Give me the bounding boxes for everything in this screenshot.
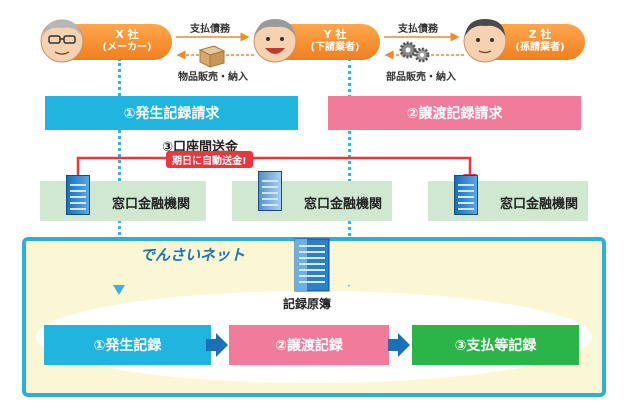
goods-label-xy: 物品販売・納入: [178, 72, 248, 83]
debt-label-yz: 支払債務: [398, 24, 438, 35]
payment-record-bar: ③支払等記録: [412, 325, 579, 365]
occurrence-record-label: ①発生記録: [93, 338, 162, 354]
occurrence-request-bar: ①発生記録請求: [45, 96, 298, 130]
goods-label-yz: 部品販売・納入: [386, 72, 456, 83]
payment-record-label: ③支払等記録: [454, 338, 537, 354]
young-man-icon: [463, 19, 507, 63]
transfer-record-label: ②譲渡記録: [275, 338, 343, 354]
bank-x: 窓口金融機関: [40, 175, 206, 221]
occurrence-record-bar: ①発生記録: [44, 325, 211, 365]
ledger-label: 記録原簿: [283, 297, 332, 311]
bank-building-icon: [258, 171, 282, 211]
company-y: Y 社(下請業者): [253, 19, 380, 63]
auto-transfer-badge: 期日に自動送金!: [166, 151, 253, 168]
debt-label-xy: 支払債務: [190, 24, 230, 35]
company-x-name: X 社: [115, 28, 139, 41]
bank-y-label: 窓口金融機関: [304, 197, 383, 212]
transfer-record-bar: ②譲渡記録: [229, 325, 389, 365]
company-y-role: (下請業者): [310, 42, 360, 53]
worker-smiling-icon: [253, 19, 297, 63]
company-x: X 社(メーカー): [40, 19, 172, 63]
transfer-request-bar: ②譲渡記録請求: [328, 96, 581, 130]
company-flow-arrows: [176, 32, 464, 60]
gears-icon: [399, 41, 430, 63]
company-z-role: (孫請業者): [515, 42, 565, 53]
x-to-request-line: [118, 58, 121, 96]
businessman-glasses-icon: [40, 19, 84, 63]
company-z: Z 社(孫請業者): [463, 19, 585, 63]
company-y-name: Y 社: [323, 28, 347, 41]
bank-y: 窓口金融機関: [232, 171, 392, 221]
network-arrow-heads: [113, 285, 351, 295]
bank-building-icon: [66, 175, 90, 215]
occurrence-request-label: ①発生記録請求: [123, 106, 220, 122]
record-flow-arrows: [206, 333, 410, 357]
company-z-name: Z 社: [528, 28, 552, 41]
transfer-request-label: ②譲渡記録請求: [406, 106, 503, 122]
bank-x-label: 窓口金融機関: [112, 197, 191, 212]
network-name: でんさいネット: [140, 246, 246, 264]
ledger-building-icon: [294, 238, 330, 292]
bank-building-icon: [454, 175, 478, 215]
bank-z: 窓口金融機関: [428, 175, 588, 221]
bank-z-label: 窓口金融機関: [500, 197, 579, 212]
y-to-network-line: [348, 58, 351, 273]
company-x-role: (メーカー): [102, 42, 152, 53]
package-box-icon: [198, 45, 226, 68]
